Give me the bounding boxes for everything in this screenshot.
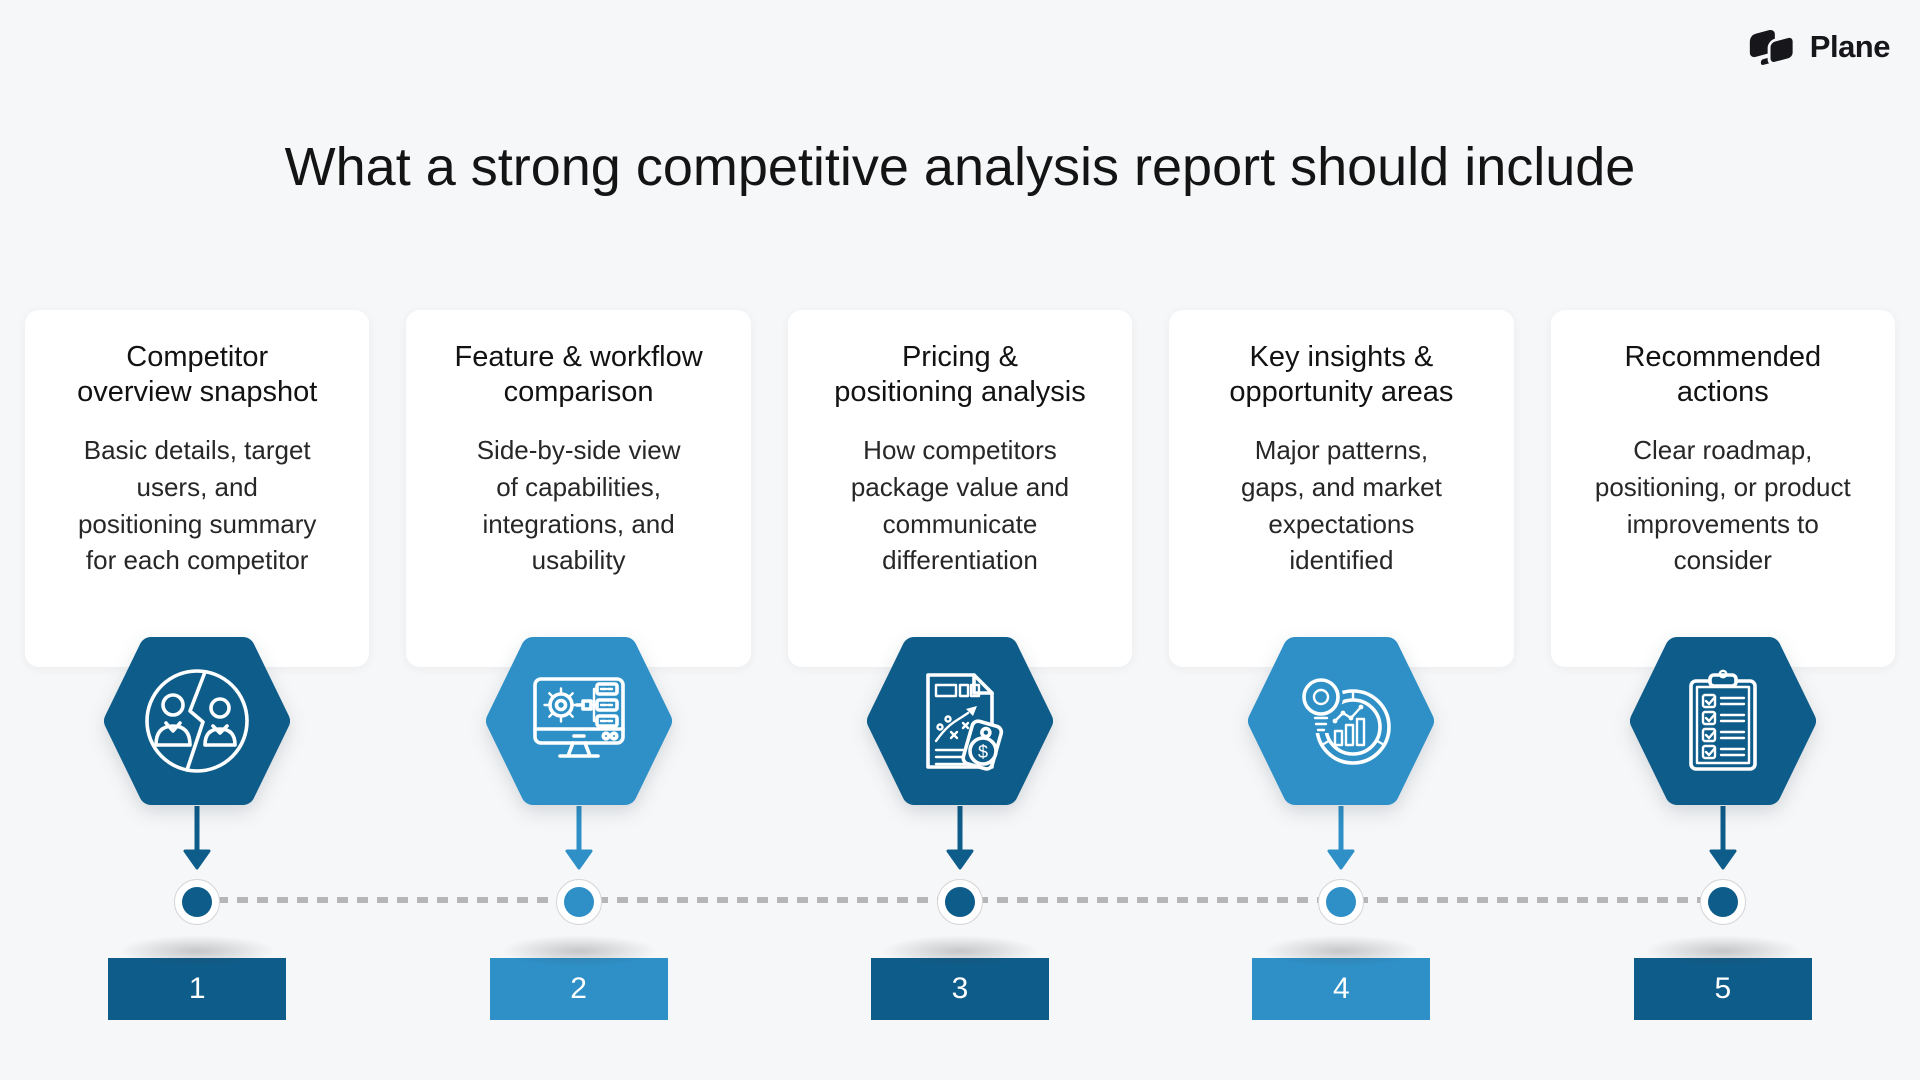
step-description: Basic details, target users, and positio… — [77, 434, 317, 576]
timeline-node — [936, 879, 983, 925]
step-number-badge: 1 — [108, 958, 287, 1020]
step-title: Feature & workflow comparison — [454, 341, 703, 409]
competitor-comparison-icon — [145, 669, 249, 773]
down-arrow-icon — [1327, 806, 1355, 870]
hexagon-badge — [104, 637, 291, 805]
timeline-node-dot — [944, 887, 975, 917]
hexagon-badge: $ — [866, 637, 1053, 805]
feature-workflow-monitor-icon — [532, 677, 625, 758]
step-number-badge: 4 — [1252, 958, 1431, 1020]
timeline-node — [174, 879, 221, 925]
step-description: How competitors package value and commun… — [850, 434, 1070, 576]
step-number-badge: 3 — [870, 958, 1049, 1020]
step-title: Key insights & opportunity areas — [1229, 341, 1454, 409]
step-card: Recommended actions Clear roadmap, posit… — [1550, 310, 1895, 667]
timeline-node — [1318, 879, 1365, 925]
step-column-1: Competitor overview snapshot Basic detai… — [25, 310, 370, 1020]
timeline-node-dot — [563, 887, 594, 917]
step-card: Key insights & opportunity areas Major p… — [1169, 310, 1514, 667]
down-arrow-icon — [183, 806, 211, 870]
down-arrow-icon — [565, 806, 593, 870]
step-column-2: Feature & workflow comparison Side-by-si… — [406, 310, 751, 1020]
step-number-badge: 2 — [489, 958, 668, 1020]
hexagon-badge — [485, 637, 672, 805]
timeline-node-dot — [182, 887, 213, 917]
step-card: Competitor overview snapshot Basic detai… — [25, 310, 370, 667]
timeline-node-dot — [1707, 887, 1738, 917]
step-title: Recommended actions — [1624, 341, 1822, 409]
svg-text:$: $ — [978, 742, 988, 762]
down-arrow-icon — [946, 806, 974, 870]
step-column-3: Pricing & positioning analysis How compe… — [787, 310, 1133, 1020]
plane-logo-text: Plane — [1809, 29, 1891, 64]
down-arrow-icon — [1709, 806, 1737, 870]
timeline-node — [555, 879, 602, 925]
page-title: What a strong competitive analysis repor… — [284, 137, 1636, 197]
step-card: Pricing & positioning analysis How compe… — [787, 310, 1133, 667]
step-column-4: Key insights & opportunity areas Major p… — [1169, 310, 1514, 1020]
timeline-node-dot — [1326, 887, 1357, 917]
step-description: Side-by-side view of capabilities, integ… — [476, 434, 681, 576]
hexagon-badge — [1248, 637, 1435, 805]
step-title: Competitor overview snapshot — [77, 341, 318, 409]
plane-logo: Plane — [1742, 22, 1891, 72]
hexagon-badge — [1629, 637, 1816, 805]
step-title: Pricing & positioning analysis — [834, 341, 1086, 409]
step-number-badge: 5 — [1633, 958, 1812, 1020]
step-column-5: Recommended actions Clear roadmap, posit… — [1550, 310, 1895, 1020]
insights-bulb-chart-icon — [1299, 675, 1392, 765]
plane-logo-icon — [1749, 29, 1796, 68]
checklist-clipboard-icon — [1688, 669, 1757, 771]
step-card: Feature & workflow comparison Side-by-si… — [406, 310, 751, 667]
timeline-node — [1699, 879, 1746, 925]
pricing-strategy-tag-icon: $ — [926, 673, 1004, 771]
step-description: Clear roadmap, positioning, or product i… — [1594, 434, 1851, 576]
step-description: Major patterns, gaps, and market expecta… — [1240, 434, 1442, 576]
steps-row: Competitor overview snapshot Basic detai… — [25, 310, 1895, 1020]
